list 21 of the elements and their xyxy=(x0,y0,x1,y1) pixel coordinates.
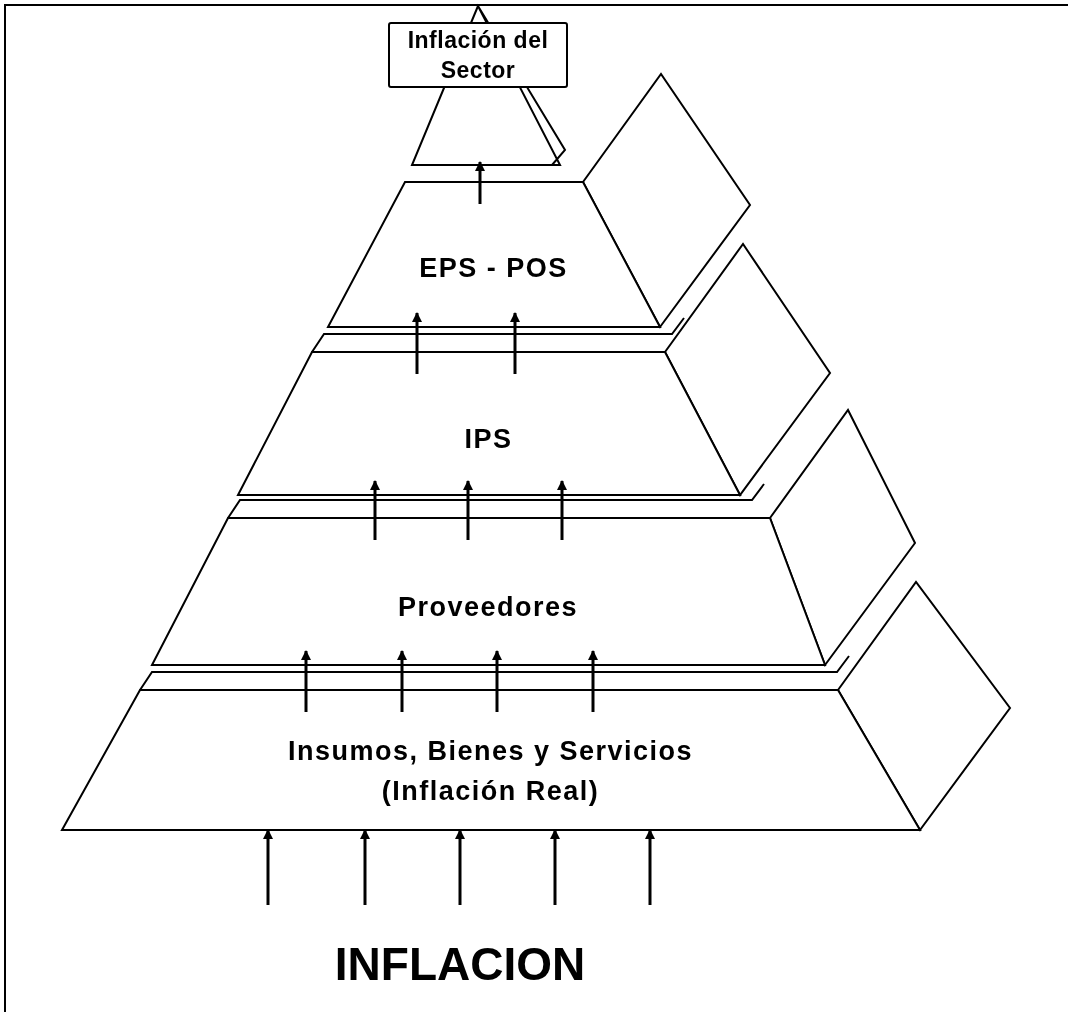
arrow xyxy=(588,650,598,712)
layer-label: EPS - POS xyxy=(419,251,568,285)
layer-label: Insumos, Bienes y Servicios (Inflación Real) xyxy=(286,734,695,808)
box-label: Inflación del Sector xyxy=(406,26,550,85)
arrow xyxy=(301,650,311,712)
arrow xyxy=(492,650,502,712)
arrow xyxy=(475,161,485,204)
arrow xyxy=(557,480,567,540)
arrow xyxy=(412,312,422,374)
arrow xyxy=(397,650,407,712)
arrow xyxy=(550,829,560,905)
layer-label: IPS xyxy=(464,423,513,456)
arrow xyxy=(263,829,273,905)
layer-label: Proveedores xyxy=(397,591,579,624)
arrow xyxy=(645,829,655,905)
arrow xyxy=(370,480,380,540)
arrow xyxy=(455,829,465,905)
arrow xyxy=(510,312,520,374)
heading-label: INFLACION xyxy=(333,937,587,990)
arrow xyxy=(463,480,473,540)
arrow xyxy=(360,829,370,905)
